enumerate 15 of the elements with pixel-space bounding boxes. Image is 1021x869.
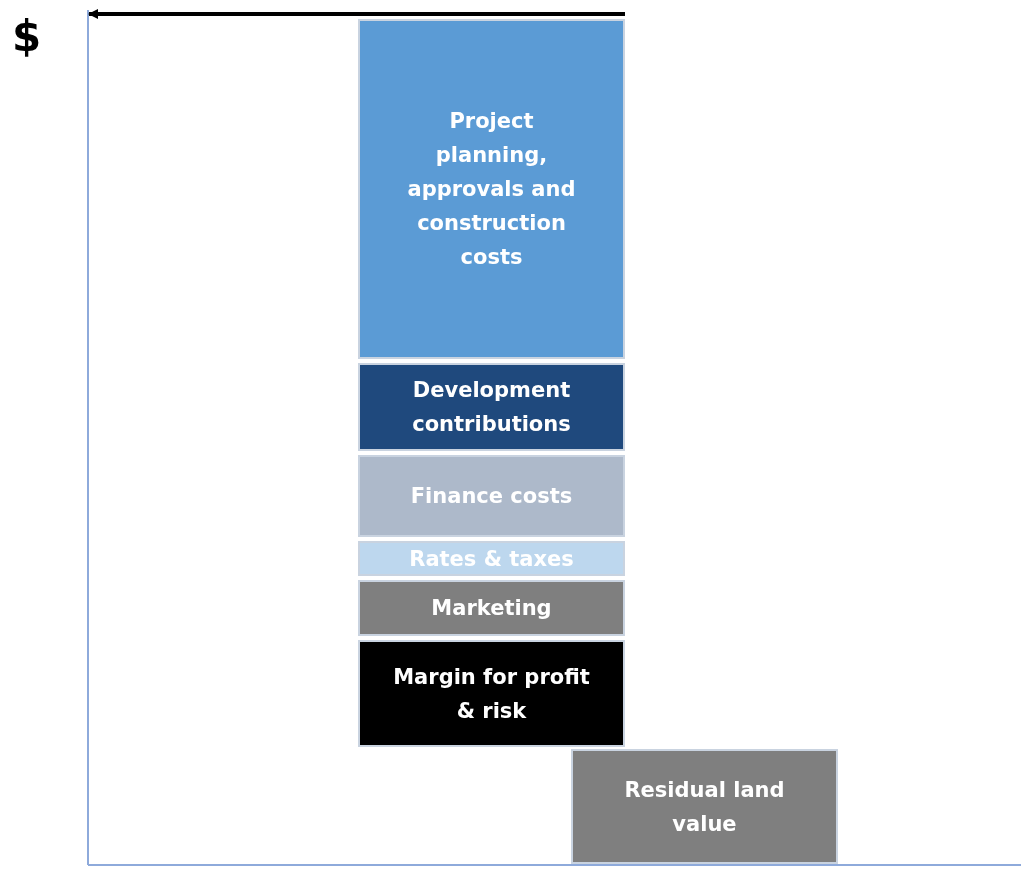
bar-label: Development contributions	[411, 377, 572, 438]
bar-label: Marketing	[430, 595, 553, 622]
cost-bar	[358, 455, 625, 537]
bar-label: Finance costs	[409, 483, 574, 510]
bar-label: Margin for profit & risk	[392, 663, 591, 725]
cost-bar	[358, 580, 625, 636]
bar-label: Project planning, approvals and construction costs	[406, 108, 577, 271]
residual-bar	[571, 749, 838, 864]
bar-label: Rates & taxes	[408, 545, 575, 573]
cost-bar	[358, 363, 625, 451]
bar-label: Residual land value	[623, 776, 786, 838]
cost-bar	[358, 19, 625, 359]
cost-bar	[358, 541, 625, 576]
margin-bar	[358, 640, 625, 747]
axis-label: $	[12, 12, 42, 62]
